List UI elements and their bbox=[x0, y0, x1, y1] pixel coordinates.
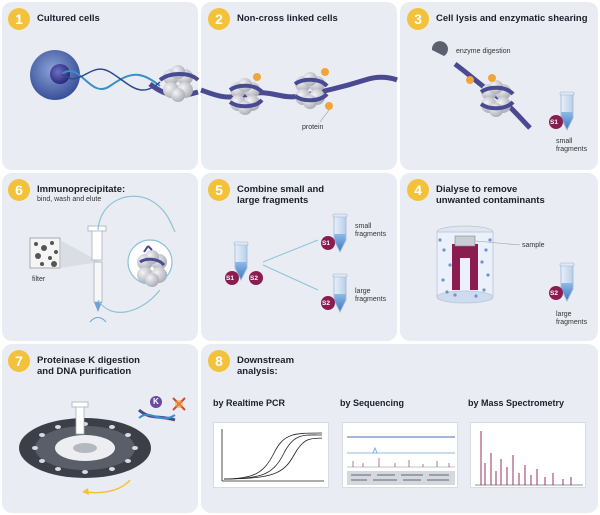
step-number-badge-7: 7 bbox=[8, 350, 30, 372]
step-number-badge-8: 8 bbox=[208, 350, 230, 372]
sequencing-trace bbox=[342, 422, 458, 488]
method-sequencing: by Sequencing bbox=[340, 398, 405, 408]
s2-badge-step6: S2 bbox=[250, 275, 258, 282]
panel-step-4 bbox=[400, 173, 598, 341]
step-subtitle-6: bind, wash and elute bbox=[37, 196, 102, 203]
enzyme-digestion-label: enzyme digestion bbox=[456, 48, 511, 55]
filter-label: filter bbox=[32, 276, 46, 283]
step-title-6: Immunoprecipitate: bbox=[37, 184, 126, 195]
s2-badge-step4: S2 bbox=[550, 290, 558, 297]
sample-label: sample bbox=[522, 242, 545, 249]
step-title-4: Dialyse to remove unwanted contaminants bbox=[436, 184, 545, 206]
small-fragments-label-step5: small fragments bbox=[355, 223, 387, 238]
large-fragments-label-step5: large fragments bbox=[355, 288, 387, 303]
step-title-8: Downstream analysis: bbox=[237, 355, 295, 377]
method-mass-spectrometry: by Mass Spectrometry bbox=[468, 398, 565, 408]
step-title-7: Proteinase K digestion and DNA purificat… bbox=[37, 355, 140, 377]
step-number-badge-2: 2 bbox=[208, 8, 230, 30]
large-fragments-label-step4: large fragments bbox=[556, 311, 588, 326]
protein-label: protein bbox=[302, 124, 324, 131]
proteinase-k-icon: K bbox=[153, 397, 159, 406]
mass-spectrum bbox=[470, 422, 586, 488]
s1-badge-step5: S1 bbox=[322, 240, 330, 247]
s2-badge-step5: S2 bbox=[322, 300, 330, 307]
step-number-badge-5: 5 bbox=[208, 179, 230, 201]
step-title-5: Combine small and large fragments bbox=[237, 184, 325, 206]
step-title-2: Non-cross linked cells bbox=[237, 13, 338, 24]
small-fragments-label-step3: small fragments bbox=[556, 138, 588, 153]
panel-step-5 bbox=[201, 173, 397, 341]
step-number-badge-4: 4 bbox=[407, 179, 429, 201]
step-title-1: Cultured cells bbox=[37, 13, 100, 24]
step-number-badge-3: 3 bbox=[407, 8, 429, 30]
step-number-badge-1: 1 bbox=[8, 8, 30, 30]
step-number-badge-6: 6 bbox=[8, 179, 30, 201]
pcr-amplification-plot bbox=[213, 422, 329, 488]
s1-badge-step6: S1 bbox=[226, 275, 234, 282]
method-realtime-pcr: by Realtime PCR bbox=[213, 398, 286, 408]
step-title-3: Cell lysis and enzymatic shearing bbox=[436, 13, 588, 24]
s1-badge-step3: S1 bbox=[550, 119, 558, 126]
